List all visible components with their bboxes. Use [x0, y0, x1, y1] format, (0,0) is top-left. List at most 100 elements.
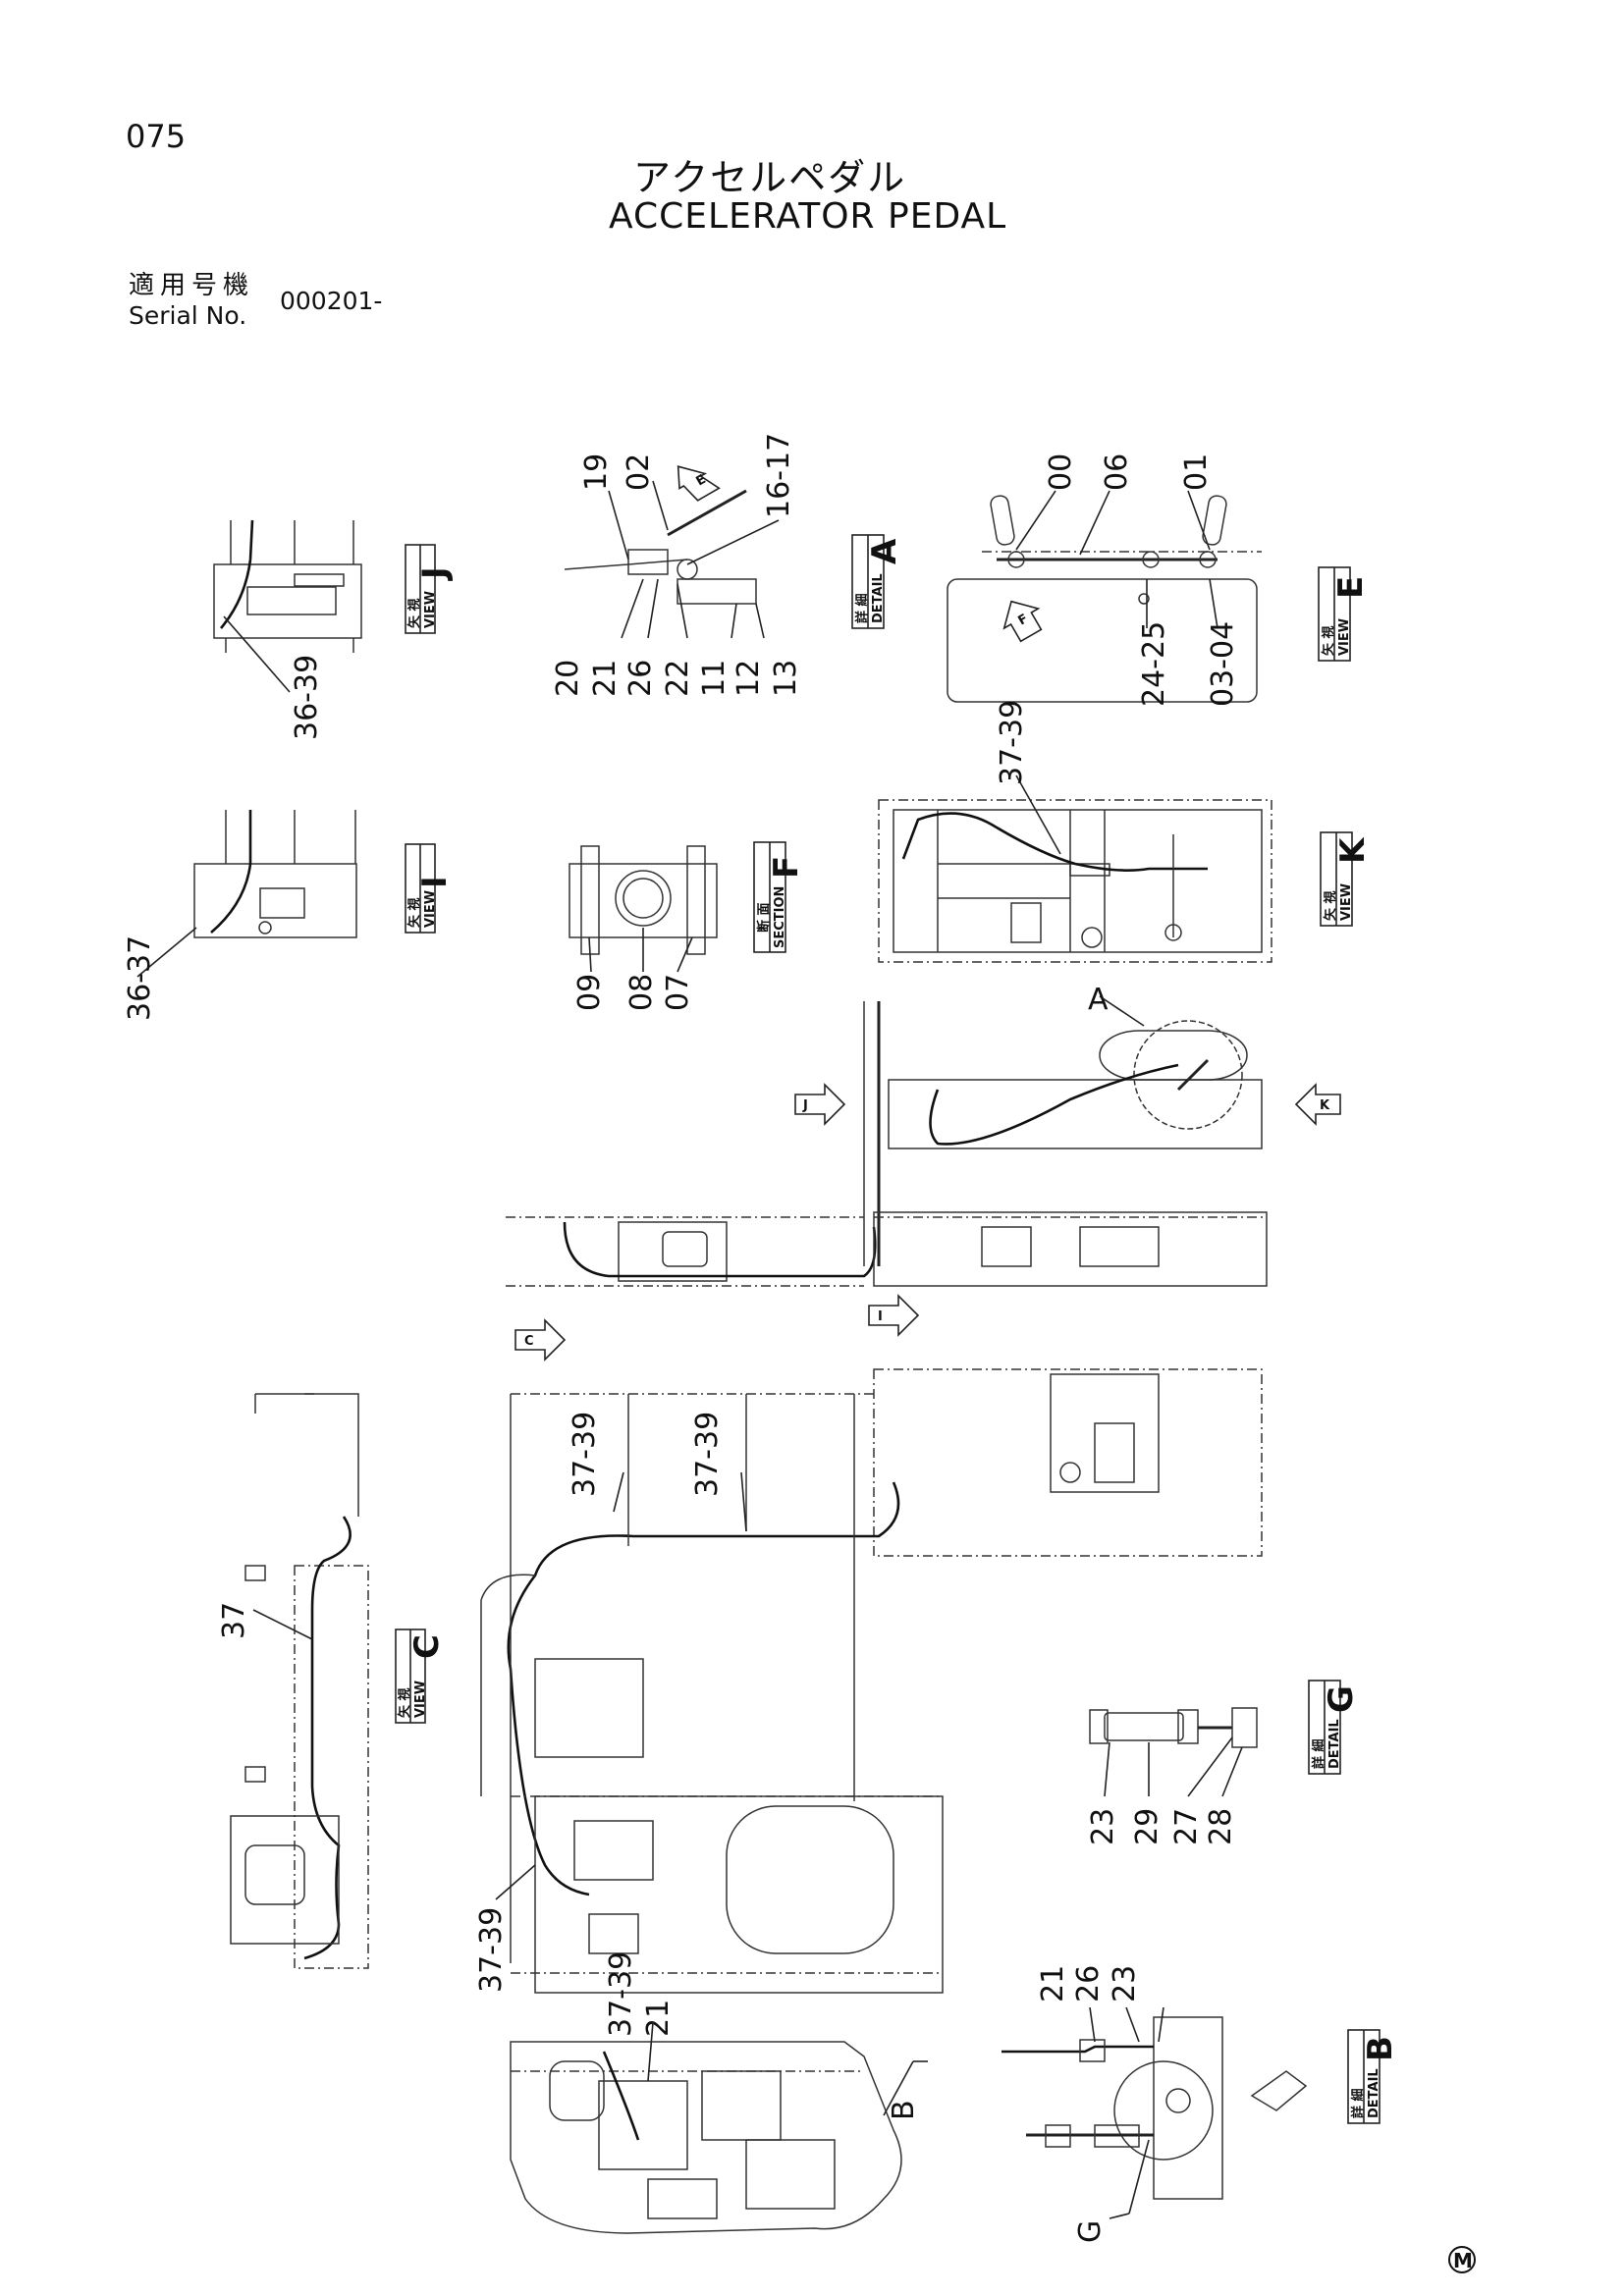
svg-text:23: 23 [1108, 1965, 1142, 2002]
part-number-label: 37-39 [995, 700, 1029, 785]
detail-g-part-numbers: 23 29 27 28 [1086, 1808, 1238, 1845]
main-part-numbers: 37-39 37-39 37-39 37-39 21 [474, 1412, 725, 2037]
svg-text:20: 20 [551, 660, 585, 697]
svg-text:36-39: 36-39 [290, 655, 324, 740]
serial-label-english: Serial No. [129, 301, 247, 330]
callout-g: G [1073, 2220, 1108, 2243]
svg-text:26: 26 [1071, 1965, 1106, 2002]
detail-a-part-numbers: 19 02 16-17 20 21 26 22 11 12 13 [551, 433, 803, 697]
svg-text:E: E [1331, 576, 1371, 599]
section-f-label: 断 面 SECTION F [753, 841, 806, 953]
svg-text:03-04: 03-04 [1206, 621, 1240, 707]
view-arrow-j: J [794, 1083, 846, 1126]
svg-text:37-39: 37-39 [568, 1412, 602, 1497]
footer-mark: M [1448, 2246, 1476, 2273]
svg-text:00: 00 [1044, 454, 1078, 491]
svg-text:M: M [1453, 2249, 1473, 2272]
svg-text:21: 21 [641, 2000, 676, 2037]
view-e-label: 矢 視 VIEW E [1318, 566, 1371, 662]
svg-text:07: 07 [661, 974, 695, 1011]
view-arrow-c: C [514, 1318, 567, 1362]
svg-text:VIEW: VIEW [1339, 883, 1354, 921]
svg-text:28: 28 [1204, 1808, 1238, 1845]
view-j-label: 矢 視 VIEW J [405, 544, 455, 634]
svg-text:A: A [865, 538, 904, 564]
svg-text:K: K [1333, 836, 1373, 864]
svg-text:J: J [415, 566, 455, 581]
svg-text:矢 視: 矢 視 [1321, 625, 1336, 656]
svg-text:K: K [1320, 1098, 1330, 1113]
svg-text:36-37: 36-37 [123, 935, 157, 1021]
svg-text:27: 27 [1169, 1808, 1204, 1845]
svg-text:G: G [1322, 1685, 1361, 1713]
svg-text:37-39: 37-39 [690, 1412, 725, 1497]
svg-text:08: 08 [624, 974, 659, 1011]
detail-g-label: 詳 細 DETAIL G [1308, 1680, 1361, 1775]
callout-a: A [1088, 983, 1109, 1017]
svg-text:13: 13 [769, 660, 803, 697]
svg-text:詳 細: 詳 細 [1311, 1738, 1326, 1769]
svg-text:B: B [1361, 2036, 1400, 2061]
view-arrow-i: I [868, 1294, 920, 1337]
svg-text:37: 37 [217, 1602, 251, 1639]
view-arrow-k: K [1294, 1083, 1341, 1126]
view-k-label: 矢 視 VIEW K [1320, 831, 1373, 927]
svg-text:詳 細: 詳 細 [854, 593, 870, 623]
svg-text:29: 29 [1130, 1808, 1164, 1845]
svg-text:24-25: 24-25 [1137, 621, 1171, 707]
svg-text:J: J [802, 1098, 808, 1113]
detail-a-label: 詳 細 DETAIL A [851, 534, 904, 629]
svg-text:DETAIL: DETAIL [1327, 1719, 1342, 1769]
svg-text:VIEW: VIEW [423, 591, 438, 628]
svg-text:VIEW: VIEW [423, 890, 438, 928]
view-e-part-numbers: 00 06 01 24-25 03-04 [1044, 454, 1240, 707]
view-c-drawing [230, 1393, 369, 1969]
svg-text:矢 視: 矢 視 [1323, 890, 1338, 921]
part-number-label: 36-39 [290, 655, 324, 740]
svg-text:C: C [524, 1334, 534, 1349]
svg-text:11: 11 [697, 660, 731, 697]
svg-text:37-39: 37-39 [604, 1951, 638, 2037]
engine-area-drawing [510, 2021, 928, 2234]
callout-b: B [887, 2100, 921, 2120]
svg-text:SECTION: SECTION [773, 886, 787, 948]
svg-text:C: C [407, 1634, 447, 1659]
svg-text:VIEW: VIEW [413, 1681, 428, 1718]
view-i-drawing [136, 810, 357, 978]
section-f-part-numbers: 09 08 07 [572, 974, 695, 1011]
part-number-label: 36-37 [123, 935, 157, 1021]
svg-text:詳 細: 詳 細 [1350, 2088, 1366, 2118]
svg-text:12: 12 [731, 660, 766, 697]
detail-a-drawing [564, 480, 780, 639]
title-english: ACCELERATOR PEDAL [609, 196, 1007, 237]
svg-text:I: I [415, 876, 455, 888]
detail-b-drawing [1001, 2006, 1308, 2219]
svg-text:矢 視: 矢 視 [406, 598, 422, 628]
title-japanese: アクセルペダル [633, 156, 907, 199]
svg-text:DETAIL: DETAIL [871, 573, 886, 623]
detail-g-drawing [1089, 1707, 1258, 1797]
main-lower-drawing [480, 1368, 1263, 1994]
svg-text:22: 22 [661, 660, 695, 697]
svg-text:G: G [1073, 2220, 1108, 2243]
svg-text:02: 02 [622, 454, 656, 491]
svg-text:矢 視: 矢 視 [406, 897, 422, 928]
svg-text:B: B [887, 2100, 921, 2120]
svg-text:37-39: 37-39 [995, 700, 1029, 785]
svg-text:VIEW: VIEW [1337, 618, 1352, 656]
view-arrow-f: F [1002, 600, 1043, 643]
svg-text:断 面: 断 面 [756, 902, 772, 933]
svg-text:DETAIL: DETAIL [1367, 2068, 1381, 2118]
svg-text:A: A [1088, 983, 1109, 1017]
view-k-drawing [878, 774, 1272, 963]
detail-b-part-numbers: 21 26 23 [1036, 1965, 1142, 2002]
section-f-drawing [568, 845, 718, 973]
svg-text:19: 19 [579, 454, 614, 491]
svg-text:F: F [767, 856, 806, 879]
svg-text:矢 視: 矢 視 [397, 1687, 412, 1718]
view-c-label: 矢 視 VIEW C [395, 1629, 447, 1724]
view-j-drawing [213, 519, 362, 693]
svg-text:23: 23 [1086, 1808, 1120, 1845]
part-number-label: 37 [217, 1602, 251, 1639]
